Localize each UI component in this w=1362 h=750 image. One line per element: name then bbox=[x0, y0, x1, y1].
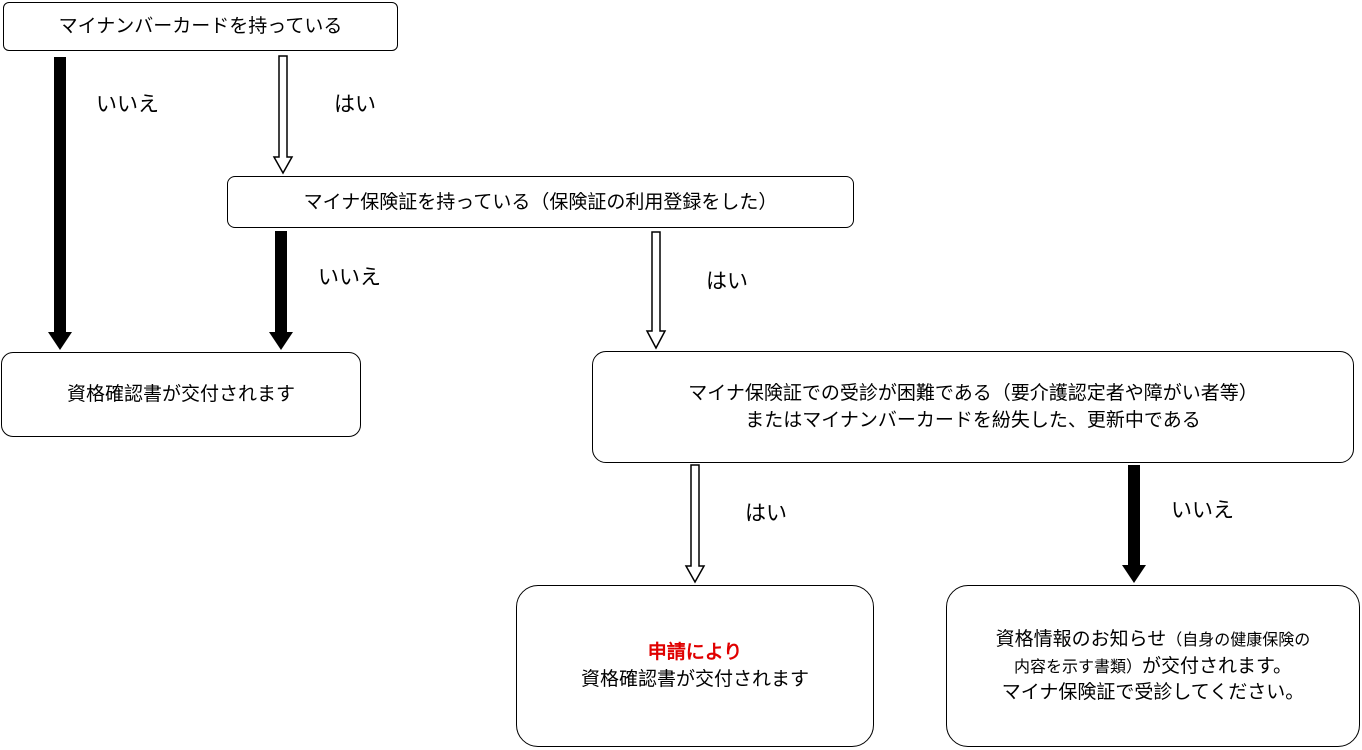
question-has-my-insurance-card-text: マイナ保険証を持っている（保険証の利用登録をした） bbox=[303, 190, 778, 213]
result-qualification-notice: 資格情報のお知らせ（自身の健康保険の 内容を示す書類）が交付されます。 マイナ保… bbox=[946, 585, 1360, 747]
arrow-q1-no bbox=[48, 57, 72, 350]
notice-line2-small: 内容を示す書類） bbox=[1013, 656, 1142, 676]
question-has-mynumber-card-text: マイナンバーカードを持っている bbox=[58, 15, 343, 38]
question-has-my-insurance-card: マイナ保険証を持っている（保険証の利用登録をした） bbox=[227, 176, 854, 228]
label-q2-yes: はい bbox=[706, 269, 748, 293]
notice-line2: 内容を示す書類）が交付されます。 bbox=[1014, 653, 1292, 680]
notice-line1-main: 資格情報のお知らせ bbox=[995, 628, 1167, 651]
question-difficulty-or-lost: マイナ保険証での受診が困難である（要介護認定者や障がい者等） またはマイナンバー… bbox=[592, 351, 1354, 463]
result-certificate-issued: 資格確認書が交付されます bbox=[1, 352, 361, 437]
label-q1-no: いいえ bbox=[96, 92, 159, 116]
result-certificate-issued-text: 資格確認書が交付されます bbox=[66, 383, 295, 406]
arrow-q3-no bbox=[1122, 465, 1146, 583]
arrow-q2-yes bbox=[645, 231, 667, 350]
notice-line1: 資格情報のお知らせ（自身の健康保険の bbox=[996, 626, 1311, 653]
on-application-text: 資格確認書が交付されます bbox=[580, 668, 809, 690]
question-difficulty-line2: またはマイナンバーカードを紛失した、更新中である bbox=[745, 409, 1201, 431]
result-certificate-on-application: 申請により 資格確認書が交付されます bbox=[516, 585, 874, 747]
notice-line1-small: （自身の健康保険の bbox=[1166, 630, 1311, 650]
notice-line2-main: が交付されます。 bbox=[1141, 654, 1293, 677]
arrow-q1-yes bbox=[272, 55, 294, 175]
label-q2-no: いいえ bbox=[318, 265, 381, 289]
on-application-emphasis: 申請により bbox=[647, 641, 743, 664]
label-q3-no: いいえ bbox=[1171, 498, 1234, 522]
question-difficulty-line1: マイナ保険証での受診が困難である（要介護認定者や障がい者等） bbox=[688, 382, 1258, 405]
question-has-mynumber-card: マイナンバーカードを持っている bbox=[3, 2, 398, 51]
notice-line3: マイナ保険証で受診してください。 bbox=[1001, 681, 1305, 704]
arrow-q3-yes bbox=[684, 464, 706, 584]
arrow-q2-no bbox=[269, 231, 293, 350]
label-q3-yes: はい bbox=[745, 501, 787, 525]
label-q1-yes: はい bbox=[334, 92, 376, 116]
